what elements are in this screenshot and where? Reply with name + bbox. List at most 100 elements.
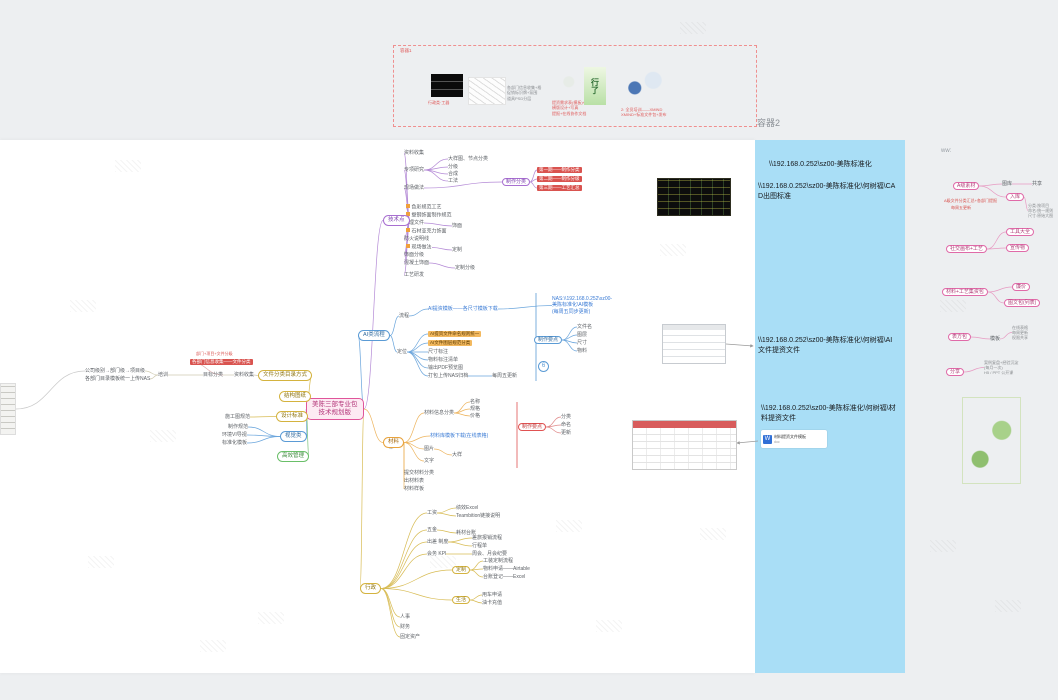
branch-design-std[interactable]: 设计标准: [276, 411, 309, 422]
mindmap-text[interactable]: 每周五更新: [951, 205, 971, 210]
mindmap-text[interactable]: 环境VI导视: [222, 432, 247, 438]
mindmap-text[interactable]: 图片: [424, 446, 435, 452]
mindmap-topic[interactable]: A级素材: [953, 182, 980, 191]
mindmap-text[interactable]: 会务 KPI: [427, 551, 447, 557]
mindmap-text[interactable]: 专项研究: [404, 167, 425, 173]
mindmap-topic[interactable]: 工具大全: [1006, 228, 1035, 237]
mindmap-text[interactable]: 混凝土饰面: [404, 260, 430, 266]
mindmap-text[interactable]: 在线表格 每周更新 权限共享: [1012, 325, 1028, 340]
mindmap-text[interactable]: 人事: [400, 614, 411, 620]
mindmap-text[interactable]: AI文件图层规范分类: [428, 340, 473, 346]
mindmap-text[interactable]: 固定资产: [400, 634, 421, 640]
mindmap-text[interactable]: 尺寸: [577, 340, 588, 346]
mindmap-text[interactable]: 周会、月会纪要: [472, 551, 508, 557]
file-attachment[interactable]: W 材料提资文件模板 doc: [761, 430, 827, 448]
mindmap-text[interactable]: 打包上传NAS归档: [428, 373, 469, 379]
mindmap-text[interactable]: 规格: [470, 406, 481, 412]
mindmap-topic[interactable]: 制作要点: [534, 336, 563, 345]
mindmap-text[interactable]: A级文件分类汇总+各部门提报: [944, 198, 998, 203]
mindmap-text[interactable]: 第二期——制作分级: [537, 176, 582, 182]
container-2-label[interactable]: 容器2: [757, 118, 781, 128]
branch-efficiency[interactable]: 高效管理: [277, 451, 310, 462]
mindmap-text[interactable]: 提交材料分类: [404, 470, 435, 476]
mindmap-text[interactable]: 命名: [561, 422, 572, 428]
mindmap-text[interactable]: 图层: [577, 332, 588, 338]
mindmap-text[interactable]: 差旅报销流程: [472, 535, 503, 541]
mindmap-text[interactable]: 绩效Excel: [456, 505, 479, 511]
container-1[interactable]: 容器1 行政类·工器 各部门信息收集+格 促销标识牌+氛围 道具PSD分层 提资…: [393, 45, 757, 127]
mindmap-topic[interactable]: 生活: [452, 596, 471, 605]
mindmap-text[interactable]: 图库: [1002, 181, 1013, 187]
mindmap-text[interactable]: 文字: [424, 458, 435, 464]
mindmap-text[interactable]: 现场做法: [406, 244, 432, 251]
mindmap-text[interactable]: 五金: [427, 527, 438, 533]
mindmap-text[interactable]: 分类: [561, 414, 572, 420]
mindmap-text[interactable]: 材料库模板下载(在线表格): [430, 433, 489, 439]
thumbnail-cad-dark[interactable]: [431, 74, 463, 97]
mindmap-text[interactable]: Teambition链接说明: [456, 513, 501, 519]
mindmap-text[interactable]: 公司级别→部门级→项目级: [85, 368, 146, 374]
mindmap-text[interactable]: AI提资模板——各尺寸模板下载: [428, 306, 498, 312]
mindmap-text[interactable]: 定制分级: [455, 265, 476, 271]
mindmap-text[interactable]: 材料样板: [404, 486, 425, 492]
mindmap-text[interactable]: 资料收集: [404, 150, 425, 156]
mindmap-text[interactable]: 流程: [399, 313, 410, 319]
mindmap-text[interactable]: 分类:按项目 命名:统一规则 尺寸:原始大图: [1028, 203, 1054, 218]
mindmap-topic[interactable]: 制作要点: [518, 423, 547, 432]
branch-ai[interactable]: AI类流程: [358, 330, 390, 341]
branch-files[interactable]: 文件分类目录方式: [258, 370, 313, 381]
mindmap-text[interactable]: 培训: [158, 372, 169, 378]
mindmap-text[interactable]: 尺寸标注: [428, 349, 449, 355]
number-badge[interactable]: 6: [538, 361, 549, 372]
mindmap-text[interactable]: 第一期——制作分类: [537, 167, 582, 173]
mindmap-topic[interactable]: 制作分类: [502, 178, 531, 187]
mindmap-text[interactable]: 油卡充值: [482, 600, 503, 606]
mindmap-text[interactable]: 共享: [1032, 181, 1043, 187]
spreadsheet-screenshot[interactable]: [632, 420, 737, 470]
mindmap-text[interactable]: 出差 制度: [427, 539, 449, 545]
thumbnail-illustration[interactable]: [621, 67, 667, 105]
browser-screenshot[interactable]: [662, 324, 726, 364]
mindmap-text[interactable]: 价格: [470, 413, 481, 419]
mindmap-topic[interactable]: 分享: [946, 368, 965, 377]
mindmap-topic[interactable]: 表方包: [948, 333, 972, 342]
mindmap-text[interactable]: 物料申请——Airtable: [483, 566, 530, 572]
mindmap-text[interactable]: 分级: [448, 164, 459, 170]
mindmap-topic[interactable]: 宣传物: [1006, 244, 1030, 253]
mindmap-text[interactable]: 物料: [577, 348, 588, 354]
mindmap-topic[interactable]: 社交画布+工艺: [946, 245, 987, 254]
mindmap-text[interactable]: 饰面分级: [404, 252, 425, 258]
mindmap-text[interactable]: 工装定制流程: [483, 558, 514, 564]
mindmap-text[interactable]: 各部门信息收集——文件分类: [190, 359, 253, 365]
mindmap-text[interactable]: 目标分类: [203, 372, 224, 378]
mindmap-text[interactable]: 合成: [448, 171, 459, 177]
branch-admin[interactable]: 行政: [360, 583, 382, 594]
mindmap-text[interactable]: 用车申请: [482, 592, 503, 598]
thumbnail-photo[interactable]: [552, 71, 580, 98]
mindmap-text[interactable]: 定制: [452, 247, 463, 253]
mindmap-topic[interactable]: 廉价: [1012, 283, 1031, 292]
right-map-label[interactable]: ww:: [941, 148, 952, 154]
mindmap-text[interactable]: 饰面: [452, 223, 463, 229]
mindmap-text[interactable]: 标准化模板: [222, 440, 248, 446]
mindmap-text[interactable]: 色彩规范工艺: [406, 204, 442, 211]
mindmap-text[interactable]: 耗材台账: [456, 530, 477, 536]
branch-material[interactable]: 材料: [383, 437, 405, 448]
mindmap-text[interactable]: 石材亚克力饰面: [406, 228, 447, 235]
thumbnail-sketch[interactable]: [468, 77, 506, 105]
mindmap-text[interactable]: 每周五更新: [492, 373, 518, 379]
mindmap-text[interactable]: 工艺研发: [404, 272, 425, 278]
poster-thumbnail[interactable]: [962, 397, 1021, 484]
mindmap-text[interactable]: 材料信息分类: [424, 410, 455, 416]
mindmap-topic[interactable]: 定制: [452, 566, 471, 575]
mindmap-text[interactable]: 各部门目录模板统一上传NAS: [85, 376, 151, 382]
mindmap-text[interactable]: 现场做法: [404, 185, 425, 191]
mindmap-text[interactable]: 大样: [452, 452, 463, 458]
mindmap-topic[interactable]: 图文包(列表): [1004, 299, 1041, 308]
mindmap-text[interactable]: 行程单: [472, 543, 488, 549]
mindmap-text[interactable]: 定位: [397, 349, 408, 355]
mindmap-text[interactable]: 案例复盘+经验沉淀 (每月一次) H5 / PPT 公开课: [984, 360, 1019, 375]
mindmap-text[interactable]: 出材料表: [404, 478, 425, 484]
mindmap-text[interactable]: 输出PDF预览图: [428, 365, 464, 371]
cad-screenshot[interactable]: [657, 178, 731, 216]
